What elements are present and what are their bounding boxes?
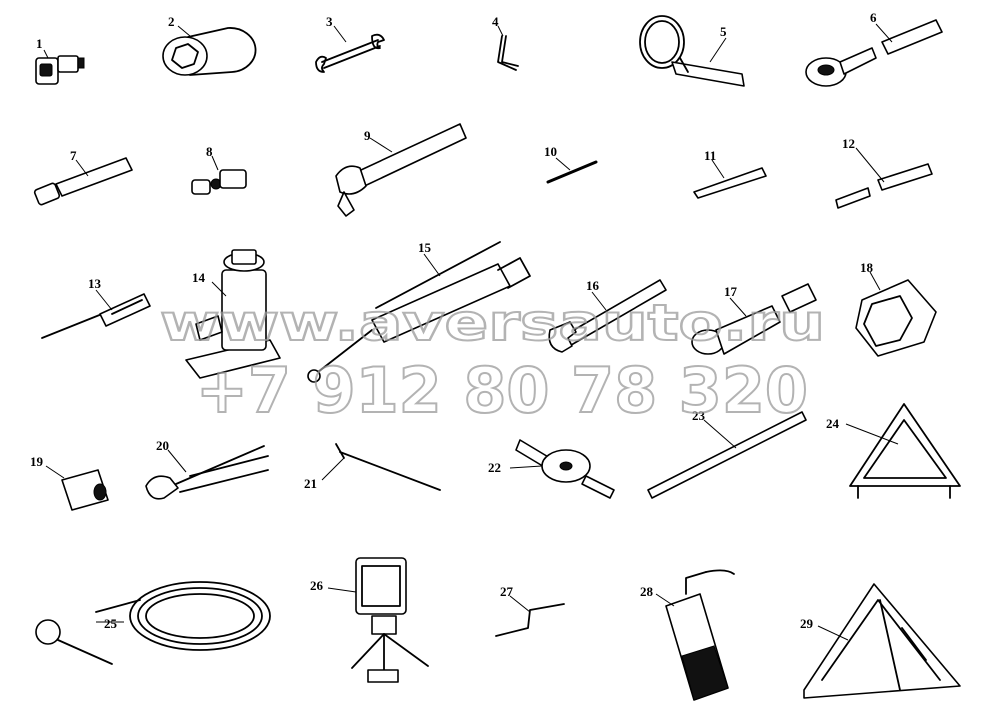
callout-15: 15 — [418, 240, 432, 255]
part-3-open-end-wrench — [315, 25, 385, 73]
part-16-adjustable-wrench — [548, 279, 667, 353]
part-6-ratchet-handle — [805, 19, 943, 87]
callout-29: 29 — [800, 616, 814, 631]
callout-24: 24 — [826, 416, 840, 431]
part-2-large-socket — [162, 25, 257, 76]
callout-8: 8 — [206, 144, 213, 159]
part-26-work-lamp — [327, 557, 429, 683]
callout-13: 13 — [88, 276, 102, 291]
part-14-bottle-jack — [185, 249, 281, 379]
part-20-pliers — [145, 445, 269, 500]
part-11-drift-punch — [693, 159, 767, 199]
callout-4: 4 — [492, 14, 499, 29]
callout-2: 2 — [168, 14, 175, 29]
callout-17: 17 — [724, 284, 738, 299]
part-5-filter-strap-wrench — [639, 15, 745, 87]
callout-18: 18 — [860, 260, 874, 275]
part-4-hex-key — [497, 25, 519, 71]
part-25-inflation-hose — [35, 581, 271, 665]
part-18-wheel-nut-socket — [855, 271, 937, 357]
callout-11: 11 — [704, 148, 716, 163]
part-29-wheel-chock — [803, 583, 961, 699]
callout-3: 3 — [326, 14, 333, 29]
part-21-rod — [321, 443, 441, 491]
part-22-valve-tool — [509, 439, 615, 499]
part-1-socket-adapter — [35, 49, 85, 85]
part-10-pin — [546, 157, 598, 184]
callout-20: 20 — [156, 438, 169, 453]
callout-21: 21 — [304, 476, 317, 491]
part-12-bit-set — [835, 147, 933, 209]
part-23-lever-bar — [647, 411, 807, 499]
callout-9: 9 — [364, 128, 371, 143]
callout-10: 10 — [544, 144, 557, 159]
callout-12: 12 — [842, 136, 855, 151]
callout-25: 25 — [104, 616, 118, 631]
part-15-grease-gun — [307, 241, 531, 383]
part-19-plug-socket — [45, 465, 109, 511]
callout-26: 26 — [310, 578, 324, 593]
watermark-site: www.aversauto.ru — [160, 294, 825, 352]
part-13-screwdriver — [41, 289, 151, 339]
part-8-universal-joint — [191, 155, 247, 195]
callout-27: 27 — [500, 584, 514, 599]
callout-19: 19 — [30, 454, 44, 469]
callout-22: 22 — [488, 460, 501, 475]
part-28-fire-extinguisher — [655, 569, 735, 701]
callout-1: 1 — [36, 36, 43, 51]
part-7-extension-bar — [33, 157, 133, 206]
callout-6: 6 — [870, 10, 877, 25]
part-9-hammer-tool — [335, 123, 467, 217]
callout-23: 23 — [692, 408, 706, 423]
callout-28: 28 — [640, 584, 654, 599]
callout-7: 7 — [70, 148, 77, 163]
watermark-phone: +7 912 80 78 320 — [196, 354, 808, 427]
callout-14: 14 — [192, 270, 206, 285]
part-24-warning-triangle — [845, 403, 961, 499]
part-27-crank-handle — [495, 595, 565, 637]
callout-16: 16 — [586, 278, 600, 293]
part-17-socket-tbar — [691, 283, 817, 355]
callout-5: 5 — [720, 24, 727, 39]
